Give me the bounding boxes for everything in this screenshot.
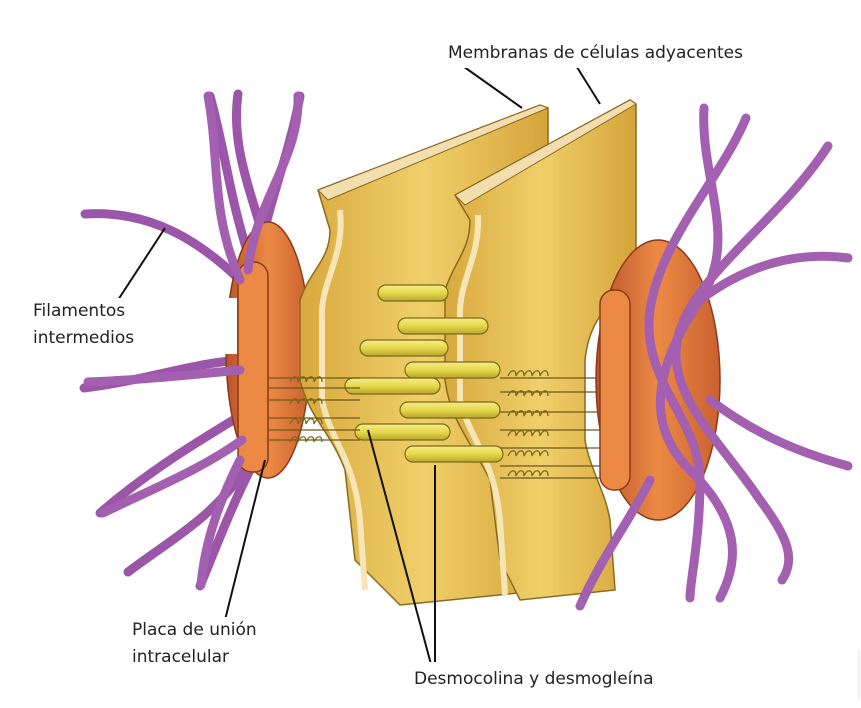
cadherin-bar <box>345 378 440 394</box>
label-desmocolina: Desmocolina y desmogleína <box>410 662 798 698</box>
filament <box>201 460 240 585</box>
label-placa-line1: Placa de unión <box>132 617 377 644</box>
cadherin-bar <box>400 402 500 418</box>
cadherin-bar <box>398 318 488 334</box>
label-placa-de-union: Placa de unión intracelular <box>128 617 381 673</box>
cadherin-bar <box>405 362 500 378</box>
cadherin-bar <box>405 446 503 462</box>
label-filamentos-intermedios: Filamentos intermedios <box>29 298 237 354</box>
leader-line-membranas-1 <box>460 64 522 108</box>
label-filamentos-line1: Filamentos <box>33 298 233 325</box>
leader-line-membranas-2 <box>575 64 600 104</box>
leader-line-filamentos <box>118 228 165 300</box>
label-filamentos-line2: intermedios <box>33 325 233 352</box>
cadherin-bar <box>360 340 448 356</box>
edge-divider <box>858 650 860 700</box>
label-membranas: Membranas de células adyacentes <box>444 40 835 68</box>
cadherin-bar <box>378 285 448 301</box>
label-placa-line2: intracelular <box>132 644 377 671</box>
